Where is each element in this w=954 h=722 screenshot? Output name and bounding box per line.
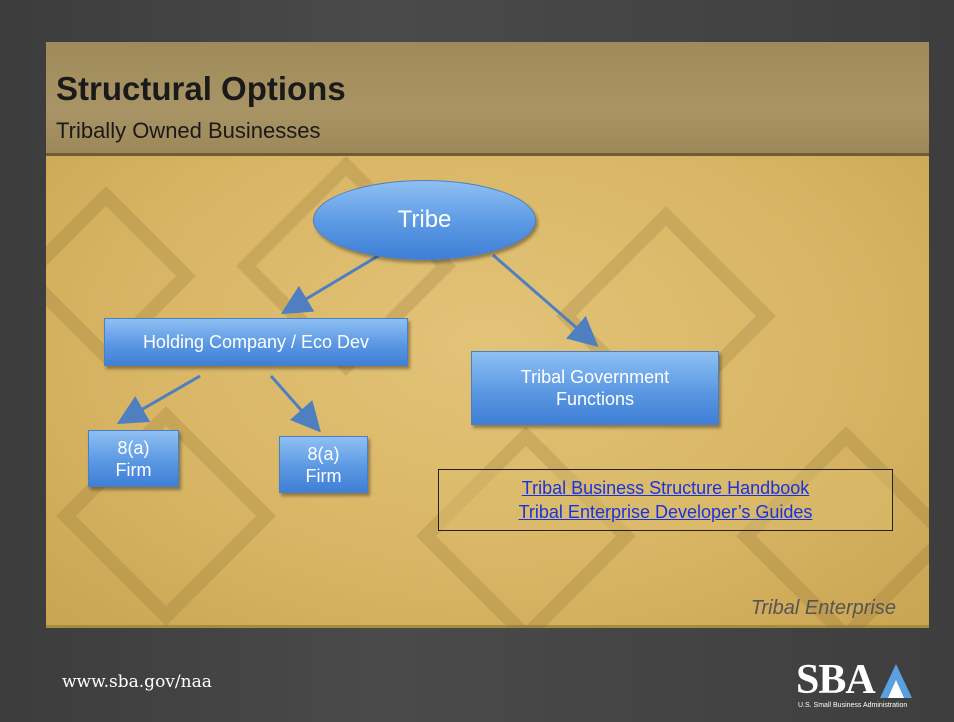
arrow-tribe-to-holding (280, 251, 384, 315)
node-8a-firm-a: 8(a) Firm (88, 430, 179, 487)
logo-text: SBA (796, 657, 876, 703)
node-tribal-government: Tribal Government Functions (471, 351, 719, 425)
logo-mark-icon (880, 664, 912, 698)
logo-subtext: U.S. Small Business Administration (798, 702, 908, 709)
link-business-structure-handbook[interactable]: Tribal Business Structure Handbook (521, 478, 810, 498)
sba-logo: SBA U.S. Small Business Administration (796, 656, 914, 712)
node-8a-firm-b: 8(a) Firm (279, 436, 368, 493)
arrow-holding-to-firm-b (269, 375, 321, 433)
link-enterprise-developer-guides[interactable]: Tribal Enterprise Developer’s Guides (518, 502, 813, 522)
resource-links-box: Tribal Business Structure Handbook Triba… (438, 469, 893, 531)
slide-header: Structural Options Tribally Owned Busine… (46, 42, 929, 156)
arrow-holding-to-firm-a (116, 374, 201, 424)
footer-url: www.sba.gov/naa (62, 672, 212, 692)
node-tribe: Tribe (313, 180, 536, 260)
arrow-tribe-to-government (492, 253, 599, 347)
page-title: Structural Options (56, 70, 346, 107)
section-tag: Tribal Enterprise (750, 597, 896, 619)
page-subtitle: Tribally Owned Businesses (56, 118, 321, 143)
node-holding-company: Holding Company / Eco Dev (104, 318, 408, 366)
